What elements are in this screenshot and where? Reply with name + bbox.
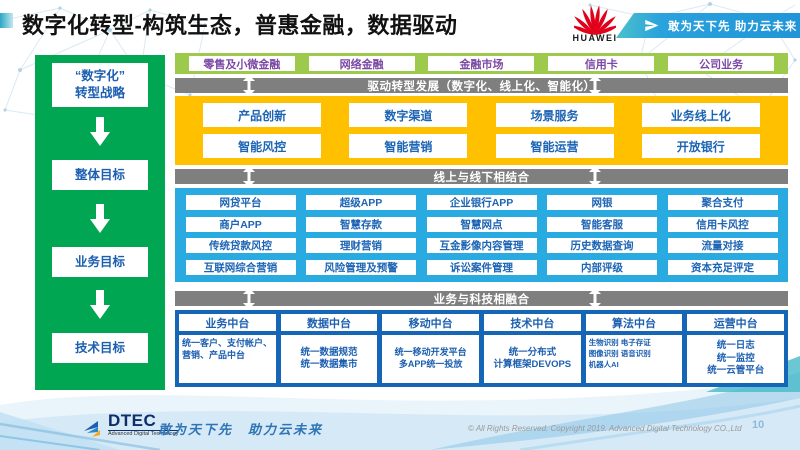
- platform-section: 业务中台 统一客户、支付帐户、营销、产品中台 数据中台 统一数据规范 统一数据集…: [175, 310, 788, 387]
- platform-body: 生物识别 电子存证 图像识别 语音识别 机器人AI: [585, 335, 683, 383]
- channel-chip: 智慧网点: [426, 216, 537, 232]
- capability-chip: 智能运营: [495, 134, 614, 158]
- paper-plane-icon: [645, 19, 659, 32]
- platform-column-data: 数据中台 统一数据规范 统一数据集市: [280, 314, 378, 383]
- business-line-chip: 信用卡: [548, 56, 655, 71]
- wave-decoration: [0, 356, 800, 450]
- channel-chip: 信用卡风控: [667, 216, 778, 232]
- strategy-step-3: 业务目标: [52, 247, 148, 277]
- header-banner: 敢为天下先 助力云未来: [616, 13, 800, 38]
- platform-title: 算法中台: [585, 314, 683, 331]
- platform-column-algorithm: 算法中台 生物识别 电子存证 图像识别 语音识别 机器人AI: [585, 314, 683, 383]
- section-bar-label: 驱动转型发展（数字化、线上化、智能化）: [367, 80, 596, 93]
- huawei-flower-icon: [574, 5, 616, 35]
- strategy-step-2: 整体目标: [52, 160, 148, 190]
- capability-chip: 数字渠道: [349, 103, 468, 127]
- updown-arrow-icon: [589, 75, 601, 96]
- platform-title: 运营中台: [687, 314, 785, 331]
- updown-arrow-icon: [589, 288, 601, 309]
- updown-arrow-icon: [243, 288, 255, 309]
- channel-row: 商户APP 智慧存款 智慧网点 智能客服 信用卡风控: [175, 216, 788, 232]
- channel-chip: 互联网综合营销: [185, 260, 296, 276]
- updown-arrow-icon: [243, 75, 255, 96]
- platform-column-tech: 技术中台 统一分布式 计算框架DEVOPS: [484, 314, 581, 383]
- capability-chip: 场景服务: [495, 103, 614, 127]
- banner-slogan: 敢为天下先 助力云未来: [668, 20, 798, 33]
- channel-chip: 历史数据查询: [547, 238, 657, 254]
- channel-chip: 资本充足评定: [667, 260, 778, 276]
- dtec-subtext: Advanced Digital Technology: [108, 430, 179, 437]
- channel-chip: 网贷平台: [185, 194, 296, 210]
- platform-column-business: 业务中台 统一客户、支付帐户、营销、产品中台: [179, 314, 276, 383]
- capability-row: 产品创新 数字渠道 场景服务 业务线上化: [175, 103, 788, 127]
- channel-row: 网贷平台 超级APP 企业银行APP 网银 聚合支付: [175, 194, 788, 210]
- channel-chip: 互金影像内容管理: [426, 238, 537, 254]
- down-arrow-icon: [90, 204, 110, 233]
- page-title: 数字化转型-构筑生态，普惠金融，数据驱动: [22, 13, 458, 38]
- section-bar-biz-tech: 业务与科技相融合: [175, 288, 788, 309]
- platform-body: 统一日志 统一监控 统一云管平台: [687, 335, 785, 383]
- channel-chip: 网银: [547, 194, 657, 210]
- platform-title: 技术中台: [484, 314, 581, 331]
- title-bullet: [0, 13, 13, 28]
- capability-chip: 开放银行: [641, 134, 760, 158]
- business-line-row: 零售及小微金融 网络金融 金融市场 信用卡 公司业务: [175, 53, 788, 74]
- platform-body: 统一数据规范 统一数据集市: [280, 335, 378, 383]
- platform-title: 业务中台: [179, 314, 276, 331]
- section-bar-label: 业务与科技相融合: [433, 293, 530, 306]
- channel-chip: 风险管理及预警: [306, 260, 416, 276]
- strategy-step-1: “数字化” 转型战略: [52, 63, 148, 107]
- huawei-wordmark: HUAWEI: [572, 33, 618, 43]
- platform-title: 移动中台: [382, 314, 480, 331]
- footer-copyright: © All Rights Reserved. Copyright 2019. A…: [468, 424, 742, 433]
- channel-chip: 智慧存款: [306, 216, 416, 232]
- platform-body: 统一分布式 计算框架DEVOPS: [484, 335, 581, 383]
- platform-column-operation: 运营中台 统一日志 统一监控 统一云管平台: [687, 314, 785, 383]
- channel-section: 网贷平台 超级APP 企业银行APP 网银 聚合支付 商户APP 智慧存款 智慧…: [175, 188, 788, 282]
- channel-chip: 流量对接: [667, 238, 778, 254]
- channel-chip: 智能客服: [547, 216, 657, 232]
- updown-arrow-icon: [589, 166, 601, 187]
- business-line-chip: 网络金融: [308, 56, 415, 71]
- channel-chip: 聚合支付: [667, 194, 778, 210]
- updown-arrow-icon: [243, 166, 255, 187]
- section-bar-label: 线上与线下相结合: [433, 171, 530, 184]
- capability-section: 产品创新 数字渠道 场景服务 业务线上化 智能风控 智能营销 智能运营 开放银行: [175, 96, 788, 165]
- platform-body: 统一客户、支付帐户、营销、产品中台: [179, 335, 276, 383]
- channel-chip: 超级APP: [306, 194, 416, 210]
- footer-slogan: 敢为天下先 助力云未来: [158, 422, 324, 437]
- dtec-wordmark: DTEC: [108, 411, 157, 430]
- capability-chip: 业务线上化: [641, 103, 760, 127]
- section-bar-online-offline: 线上与线下相结合: [175, 166, 788, 187]
- strategy-step-4: 技术目标: [52, 333, 148, 363]
- dtec-logo: DTEC Advanced Digital Technology: [84, 412, 179, 438]
- channel-chip: 商户APP: [185, 216, 296, 232]
- platform-body: 统一移动开发平台 多APP统一投放: [382, 335, 480, 383]
- huawei-logo: HUAWEI: [570, 5, 620, 43]
- capability-chip: 产品创新: [203, 103, 322, 127]
- down-arrow-icon: [90, 117, 110, 146]
- channel-row: 传统贷款风控 理财营销 互金影像内容管理 历史数据查询 流量对接: [175, 238, 788, 254]
- channel-chip: 企业银行APP: [426, 194, 537, 210]
- capability-chip: 智能风控: [203, 134, 322, 158]
- dtec-arrow-icon: [84, 420, 100, 437]
- down-arrow-icon: [90, 290, 110, 319]
- business-line-chip: 公司业务: [668, 56, 775, 71]
- section-bar-drive: 驱动转型发展（数字化、线上化、智能化）: [175, 75, 788, 96]
- platform-title: 数据中台: [280, 314, 378, 331]
- channel-chip: 内部评级: [547, 260, 657, 276]
- platform-column-mobile: 移动中台 统一移动开发平台 多APP统一投放: [382, 314, 480, 383]
- capability-row: 智能风控 智能营销 智能运营 开放银行: [175, 134, 788, 158]
- channel-chip: 传统贷款风控: [185, 238, 296, 254]
- business-line-chip: 金融市场: [428, 56, 535, 71]
- business-line-chip: 零售及小微金融: [188, 56, 295, 71]
- page-number: 10: [752, 419, 765, 431]
- channel-chip: 诉讼案件管理: [426, 260, 537, 276]
- channel-chip: 理财营销: [306, 238, 416, 254]
- capability-chip: 智能营销: [349, 134, 468, 158]
- channel-row: 互联网综合营销 风险管理及预警 诉讼案件管理 内部评级 资本充足评定: [175, 260, 788, 276]
